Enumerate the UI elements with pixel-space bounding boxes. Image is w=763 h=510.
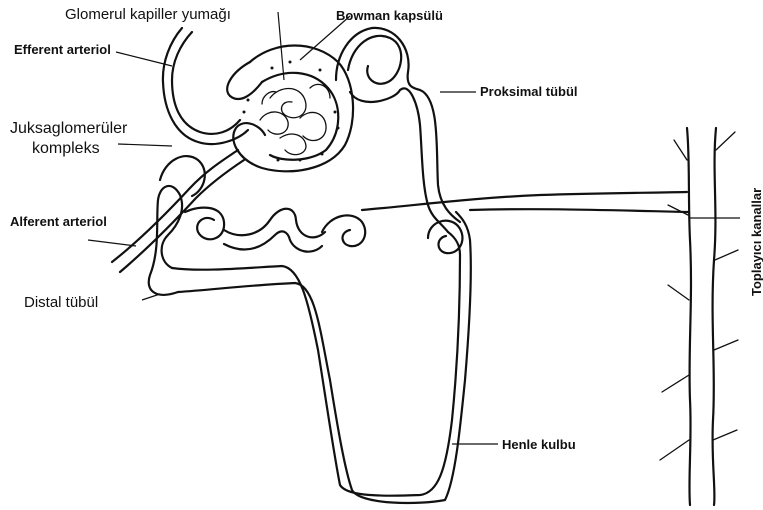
label-distal: Distal tübül xyxy=(24,294,98,311)
label-juksa-1: Juksaglomerüler xyxy=(10,120,128,137)
juxtaglomerular-apparatus xyxy=(160,156,205,196)
label-henle: Henle kulbu xyxy=(502,437,576,452)
label-glomerul: Glomerul kapiller yumağı xyxy=(65,6,231,23)
proximal-tubule xyxy=(336,28,460,232)
bowman-capsule xyxy=(227,46,353,172)
leader-lines xyxy=(88,12,740,444)
connecting-tubule xyxy=(362,192,688,212)
label-afferent: Alferent arteriol xyxy=(10,214,107,229)
collecting-duct xyxy=(660,128,738,505)
efferent-arteriole xyxy=(163,28,248,144)
label-proksimal: Proksimal tübül xyxy=(480,84,578,99)
label-juksa-2: kompleks xyxy=(32,140,100,157)
label-bowman: Bowman kapsülü xyxy=(336,8,443,23)
glomerulus-capillary-tuft xyxy=(243,61,340,162)
distal-tubule xyxy=(149,186,463,295)
henle-loop xyxy=(172,212,471,503)
afferent-arteriole xyxy=(112,150,244,272)
label-efferent: Efferent arteriol xyxy=(14,42,111,57)
label-toplayici: Toplayıcı kanallar xyxy=(749,188,763,296)
